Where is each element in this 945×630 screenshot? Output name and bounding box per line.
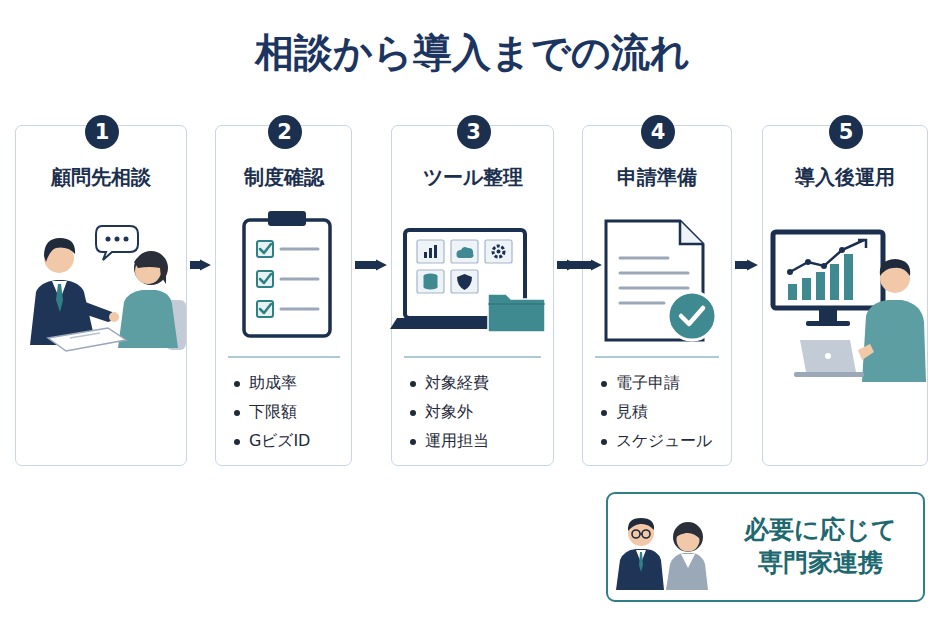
- bullet-dot: [601, 439, 607, 445]
- bullet-text: 電子申請: [616, 373, 680, 394]
- bullet-dot: [410, 381, 416, 387]
- bullet-item: 対象経費: [410, 373, 549, 394]
- bullet-dot: [410, 439, 416, 445]
- step-card: 顧問先相談 1: [15, 125, 187, 466]
- bullet-item: GビズID: [234, 431, 347, 452]
- step-number: 2: [277, 122, 292, 143]
- bullet-text: 見積: [616, 402, 648, 423]
- step-number-circle: 2: [268, 115, 302, 149]
- step-card: ツール整理対象経費対象外運用担当 3: [391, 125, 554, 466]
- step-number: 4: [651, 122, 666, 143]
- bullet-dot: [234, 381, 240, 387]
- expert-box: 必要に応じて 専門家連携: [606, 492, 925, 602]
- step-card: 申請準備電子申請見積スケジュール 4: [582, 125, 732, 466]
- step-heading: 制度確認: [216, 164, 351, 191]
- bullet-dot: [234, 439, 240, 445]
- bullet-text: 下限額: [249, 402, 297, 423]
- flow-arrow: [190, 261, 201, 269]
- step-card: 導入後運用 5: [762, 125, 928, 466]
- bullet-item: 対象外: [410, 402, 549, 423]
- bullet-text: 対象外: [425, 402, 473, 423]
- step-number: 3: [466, 122, 481, 143]
- step-number-circle: 3: [457, 115, 491, 149]
- step-heading: ツール整理: [392, 164, 553, 191]
- bullet-text: スケジュール: [616, 431, 712, 452]
- step-heading: 申請準備: [583, 164, 731, 191]
- step-number: 5: [839, 122, 854, 143]
- step-heading: 顧問先相談: [16, 164, 186, 191]
- diagram-title: 相談から導入までの流れ: [0, 26, 945, 80]
- step-number-circle: 4: [641, 115, 675, 149]
- bullet-item: 見積: [601, 402, 727, 423]
- expert-label: 必要に応じて 専門家連携: [734, 514, 906, 579]
- bullet-dot: [410, 410, 416, 416]
- bullet-dot: [601, 381, 607, 387]
- step-number: 1: [95, 122, 110, 143]
- step-number-circle: 1: [85, 115, 119, 149]
- bullet-item: 運用担当: [410, 431, 549, 452]
- bullet-text: 対象経費: [425, 373, 489, 394]
- bullet-text: GビズID: [249, 431, 310, 452]
- flow-arrow: [557, 261, 568, 269]
- bullet-item: 電子申請: [601, 373, 727, 394]
- step-card: 制度確認助成率下限額 GビズID 2: [215, 125, 352, 466]
- bullet-item: 助成率: [234, 373, 347, 394]
- bullet-text: 助成率: [249, 373, 297, 394]
- bullet-dot: [234, 410, 240, 416]
- flow-arrow: [735, 261, 748, 269]
- bullet-dot: [601, 410, 607, 416]
- bullet-item: スケジュール: [601, 431, 727, 452]
- step-number-circle: 5: [829, 115, 863, 149]
- flow-arrow: [355, 261, 377, 269]
- bullet-item: 下限額: [234, 402, 347, 423]
- bullet-text: 運用担当: [425, 431, 489, 452]
- step-heading: 導入後運用: [763, 164, 927, 191]
